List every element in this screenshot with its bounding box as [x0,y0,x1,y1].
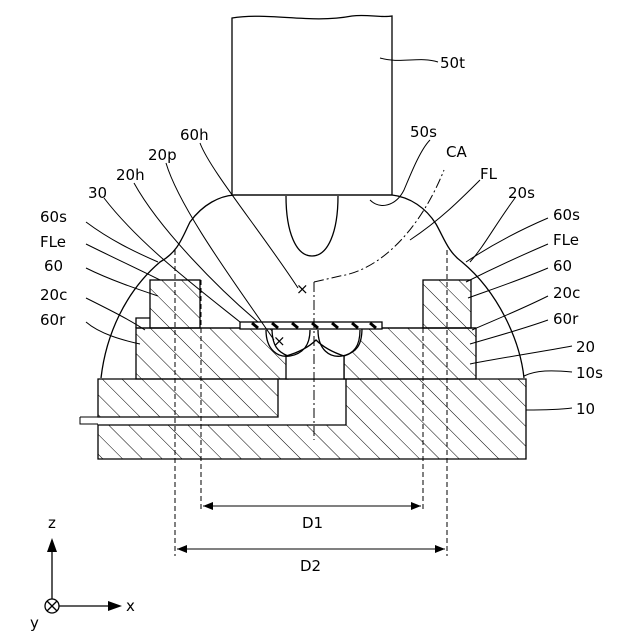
axis-label-x: x [126,597,135,615]
marker-60h: × [296,280,309,298]
block-60-left [150,280,200,328]
label-d2: D2 [300,557,321,575]
label-60r-right: 60r [553,310,579,328]
element-30 [240,322,382,329]
chip-20-right [344,328,476,379]
chip-20 [136,328,288,379]
tool-50t [232,15,392,195]
label-20: 20 [576,338,595,356]
chip-20-center-post [286,340,344,379]
label-60s-left: 60s [40,208,67,226]
label-ca: CA [446,143,467,161]
label-20p: 20p [148,146,177,164]
label-60r-left: 60r [40,311,66,329]
label-30: 30 [88,184,107,202]
marker-20p: × [273,332,286,350]
label-20c-left: 20c [40,286,67,304]
label-60-left: 60 [44,257,63,275]
label-60-right: 60 [553,257,572,275]
label-50t: 50t [440,54,465,72]
tool-tip-50s [286,196,338,256]
coordinate-axes [45,538,122,613]
substrate-10 [98,379,526,459]
lead-wire [80,417,98,424]
block-60-right [423,280,471,328]
label-fle-left: FLe [40,233,66,251]
label-60h: 60h [180,126,209,144]
label-fle-right: FLe [553,231,579,249]
label-50s: 50s [410,123,437,141]
ca-curve [314,170,444,282]
label-d1: D1 [302,514,323,532]
label-20s: 20s [508,184,535,202]
step-60r-left [136,318,150,328]
dimension-d1 [203,502,421,510]
label-60s-right: 60s [553,206,580,224]
axis-label-z: z [48,514,56,532]
axis-label-y: y [30,614,39,632]
label-10: 10 [576,400,595,418]
label-20h: 20h [116,166,145,184]
label-10s: 10s [576,364,603,382]
dimension-d2 [177,545,445,553]
label-fl: FL [480,165,498,183]
label-20c-right: 20c [553,284,580,302]
